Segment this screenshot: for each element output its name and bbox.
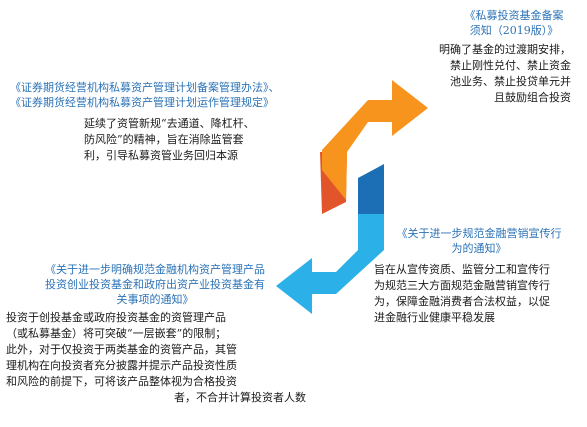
orange-arrow (322, 80, 428, 200)
note-top-right-body: 明确了基金的过渡期安排， 禁止刚性兑付、禁止资金 池业务、禁止投贷单元并 且鼓励… (371, 42, 571, 106)
note-title-line: 《关于进一步规范金融营销宣传行 (396, 227, 562, 240)
note-body-line: 禁止刚性兑付、禁止资金 (450, 59, 571, 72)
note-top-left-title: 《证券期货经营机构私募资产管理计划备案管理办法》、 《证券期货经营机构私募资产管… (10, 80, 360, 110)
note-body-line: 进金融行业健康平稳发展 (374, 311, 495, 324)
note-body-line: 为规范三大方面规范金融营销宣传行 (374, 279, 550, 292)
note-body-line: 和风险的前提下，可将该产品整体视为合格投资 (6, 375, 237, 388)
note-body-line: 投资于创投基金或政府投资基金的资管理产品 (6, 311, 226, 324)
blue-arrow (276, 214, 384, 314)
note-body-line: 延续了资管新规“去通道、降杠杆、 (84, 117, 255, 130)
note-bottom-left-body: 投资于创投基金或政府投资基金的资管理产品 （或私募基金）将可突破“一层嵌套”的限… (6, 310, 306, 406)
note-body-line: 为，保障金融消费者合法权益，以促 (374, 295, 550, 308)
note-title-line: 《私募投资基金备案 (464, 9, 564, 22)
note-bottom-right-title: 《关于进一步规范金融营销宣传行 为的通知》 (376, 226, 582, 256)
note-title-line: 《证券期货经营机构私募资产管理计划备案管理办法》、 (10, 81, 280, 94)
note-body-line: 明确了基金的过渡期安排， (439, 43, 571, 56)
note-body-line: 防风险”的精神，旨在消除监管套 (84, 133, 244, 146)
note-body-line: 此外，对于仅投资于两类基金的资管产品，其管 (6, 343, 237, 356)
note-title-line: 投资创业投资基金和政府出资产业投资基金有 (45, 278, 265, 291)
note-body-line: 利，引导私募资管业务回归本源 (84, 149, 238, 162)
note-title-line: 为的通知》 (451, 242, 507, 255)
note-body-line: 理机构在向投资者充分披露并提示产品投资性质 (6, 359, 237, 372)
note-title-line: 关事项的通知》 (116, 293, 194, 306)
note-top-left-body: 延续了资管新规“去通道、降杠杆、 防风险”的精神，旨在消除监管套 利，引导私募资… (84, 116, 314, 164)
note-top-right-title: 《私募投资基金备案 须知（2019版）》 (446, 8, 582, 38)
note-body-line: 且鼓励组合投资 (494, 91, 571, 104)
note-body-line: 旨在从宣传资质、监管分工和宣传行 (374, 263, 550, 276)
note-title-line: 《关于进一步明确规范金融机构资产管理产品 (45, 263, 265, 276)
blue-arrow-fold (358, 164, 384, 214)
note-bottom-right-body: 旨在从宣传资质、监管分工和宣传行 为规范三大方面规范金融营销宣传行 为，保障金融… (374, 262, 584, 326)
note-body-line: （或私募基金）将可突破“一层嵌套”的限制； (6, 327, 227, 340)
note-body-line: 池业务、禁止投贷单元并 (450, 75, 571, 88)
note-title-line: 须知（2019版）》 (469, 24, 559, 37)
note-title-line: 《证券期货经营机构私募资产管理计划运作管理规定》 (10, 96, 274, 109)
note-bottom-left-title: 《关于进一步明确规范金融机构资产管理产品 投资创业投资基金和政府出资产业投资基金… (8, 262, 302, 307)
note-body-line: 者，不合并计算投资者人数 (174, 391, 306, 404)
